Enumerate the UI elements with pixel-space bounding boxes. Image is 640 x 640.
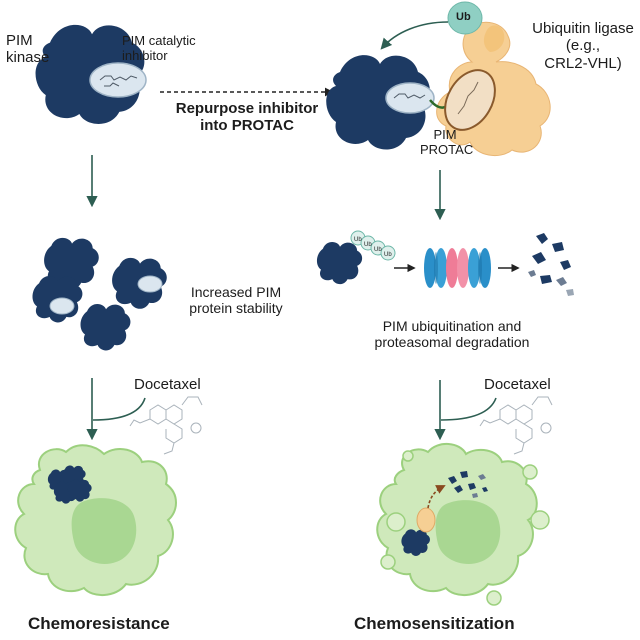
repurpose-label: Repurpose inhibitor into PROTAC xyxy=(175,100,319,135)
proteasome-icon xyxy=(424,248,491,288)
pim-with-protac-in-cell xyxy=(401,507,436,556)
chemosensitized-cell xyxy=(376,443,550,606)
degradation-label: PIM ubiquitination and proteasomal degra… xyxy=(374,318,530,351)
nucleus xyxy=(435,500,501,564)
catalytic-inhibitor-icon xyxy=(89,62,147,98)
stability-label: Increased PIM protein stability xyxy=(189,284,283,317)
right-docetaxel-branch xyxy=(434,380,553,455)
ub-transfer-arrow xyxy=(380,21,449,50)
chemoresistance-label: Chemoresistance xyxy=(28,614,170,633)
docetaxel-label-left: Docetaxel xyxy=(134,376,201,393)
pim-kinase-with-inhibitor xyxy=(35,24,147,124)
degradation-arrow xyxy=(427,485,446,509)
pim-protac-label: PIM PROTAC xyxy=(420,127,474,157)
degraded-pim-in-cell xyxy=(448,471,488,498)
stabilized-pim-cluster xyxy=(32,237,167,351)
chemoresistant-cell xyxy=(14,444,177,596)
vhl-ligand-icon xyxy=(444,69,496,131)
pim-kinase-label: PIM kinase xyxy=(6,32,50,67)
peptide-fragments xyxy=(528,233,574,296)
docetaxel-label-right: Docetaxel xyxy=(484,376,551,393)
ub-label: Ub xyxy=(456,11,471,23)
docetaxel-molecule-icon xyxy=(129,396,203,455)
pim-kinase-bound xyxy=(326,55,435,150)
left-docetaxel-branch xyxy=(86,378,203,455)
catalytic-inhibitor-label: PIM catalytic inhibitor xyxy=(122,33,196,63)
ubiquitin-icon xyxy=(447,1,483,35)
ubiquitinated-pim xyxy=(316,230,396,285)
chemosensitization-label: Chemosensitization xyxy=(354,614,515,633)
docetaxel-molecule-icon xyxy=(479,396,553,455)
ubiquitin-ligase-label: Ubiquitin ligase (e.g., CRL2-VHL) xyxy=(532,20,634,72)
nucleus xyxy=(71,498,137,564)
